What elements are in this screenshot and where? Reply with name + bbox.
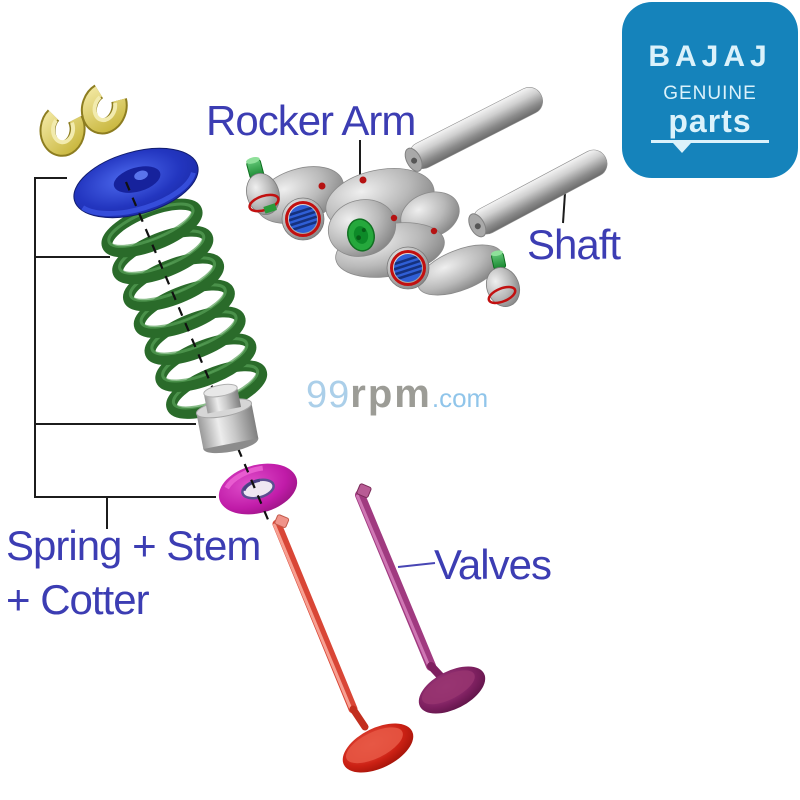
valve-seal-ring bbox=[218, 463, 298, 515]
valve-intake-red bbox=[272, 514, 414, 773]
spring-stem-cotter-label: Spring + Stem + Cotter bbox=[6, 519, 261, 627]
spring-retainer bbox=[73, 147, 199, 219]
valve-stem-guide bbox=[195, 383, 259, 454]
logo-brand-text: BAJAJ bbox=[648, 40, 772, 73]
logo-parts-text: parts bbox=[668, 103, 752, 139]
rocker-bore-left bbox=[281, 197, 325, 241]
logo-genuine-text: GENUINE bbox=[663, 83, 757, 104]
cotter-right bbox=[80, 84, 128, 135]
watermark-rpm: rpm bbox=[350, 372, 432, 416]
valves-label: Valves bbox=[434, 541, 552, 588]
rocker-centre-bearing bbox=[347, 218, 375, 252]
spring-stem-cotter-label-line2: + Cotter bbox=[6, 576, 150, 623]
valve-spring bbox=[101, 198, 268, 419]
valve-exhaust-purple bbox=[355, 483, 486, 714]
logo-underline bbox=[651, 140, 769, 153]
valves-pointer-line bbox=[397, 562, 436, 568]
rocker-left-pivot bbox=[246, 156, 280, 215]
cotter-pair bbox=[39, 84, 128, 157]
logo-arrow-icon bbox=[673, 143, 691, 153]
rocker-bore-right bbox=[386, 246, 430, 290]
rocker-arm-label: Rocker Arm bbox=[206, 97, 416, 144]
watermark-dotcom: .com bbox=[431, 383, 489, 413]
rocker-shaft-lower bbox=[468, 149, 608, 238]
watermark-99: 99 bbox=[306, 374, 351, 416]
spring-stem-cotter-label-line1: Spring + Stem bbox=[6, 522, 261, 569]
rocker-right-pivot bbox=[485, 250, 521, 307]
cotter-left bbox=[39, 109, 86, 157]
shaft-label: Shaft bbox=[527, 221, 621, 268]
rocker-arm-assembly bbox=[246, 156, 521, 307]
shaft-pointer-line bbox=[562, 192, 566, 224]
bajaj-genuine-parts-logo: BAJAJ GENUINE parts bbox=[622, 2, 798, 178]
rocker-shaft-upper bbox=[404, 87, 543, 172]
assembly-axis-dashed-line bbox=[124, 181, 271, 523]
callout-bracket bbox=[34, 177, 216, 529]
